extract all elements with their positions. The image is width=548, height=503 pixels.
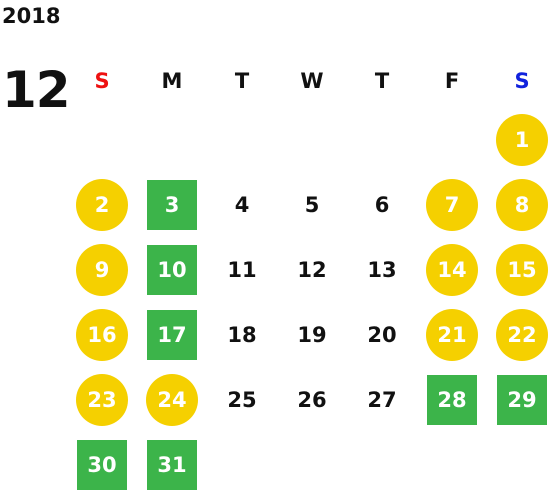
day-number: 24 bbox=[157, 387, 187, 412]
green-square-marker bbox=[147, 309, 197, 360]
day-number: 29 bbox=[507, 387, 537, 412]
day-cell[interactable]: 2 bbox=[67, 172, 137, 237]
day-number: 18 bbox=[227, 322, 257, 347]
weekday-header: M bbox=[161, 69, 183, 93]
weekday-header: S bbox=[514, 69, 530, 93]
empty-cell bbox=[207, 107, 277, 172]
day-cell[interactable]: 12 bbox=[277, 237, 347, 302]
holiday-circle-marker bbox=[76, 308, 128, 361]
day-cell[interactable]: 11 bbox=[207, 237, 277, 302]
day-cell[interactable]: 22 bbox=[487, 302, 548, 367]
day-cell[interactable]: 24 bbox=[137, 367, 207, 432]
day-number: 8 bbox=[514, 192, 530, 217]
day-cell[interactable]: 14 bbox=[417, 237, 487, 302]
day-cell[interactable]: 29 bbox=[487, 367, 548, 432]
day-number: 14 bbox=[437, 257, 467, 282]
empty-cell bbox=[67, 107, 137, 172]
day-number: 23 bbox=[87, 387, 117, 412]
holiday-circle-marker bbox=[76, 243, 128, 296]
day-number: 20 bbox=[367, 322, 397, 347]
weekday-header: T bbox=[374, 69, 390, 93]
day-number: 10 bbox=[157, 257, 187, 282]
green-square-marker bbox=[77, 439, 127, 490]
day-number: 30 bbox=[87, 452, 117, 477]
empty-cell bbox=[347, 107, 417, 172]
day-cell[interactable]: 3 bbox=[137, 172, 207, 237]
holiday-circle-marker bbox=[496, 243, 548, 296]
day-cell[interactable]: 9 bbox=[67, 237, 137, 302]
day-cell[interactable]: 17 bbox=[137, 302, 207, 367]
holiday-circle-marker bbox=[426, 308, 478, 361]
day-number: 27 bbox=[367, 387, 397, 412]
holiday-circle-marker bbox=[146, 373, 198, 426]
day-cell[interactable]: 4 bbox=[207, 172, 277, 237]
weekday-header: W bbox=[300, 69, 324, 93]
day-cell[interactable]: 23 bbox=[67, 367, 137, 432]
day-number: 5 bbox=[304, 192, 320, 217]
year-label: 2018 bbox=[2, 4, 61, 28]
holiday-circle-marker bbox=[76, 373, 128, 426]
day-cell[interactable]: 1 bbox=[487, 107, 548, 172]
day-cell[interactable]: 30 bbox=[67, 432, 137, 497]
day-cell[interactable]: 10 bbox=[137, 237, 207, 302]
empty-cell bbox=[277, 107, 347, 172]
day-cell[interactable]: 18 bbox=[207, 302, 277, 367]
day-cell[interactable]: 6 bbox=[347, 172, 417, 237]
day-cell[interactable]: 13 bbox=[347, 237, 417, 302]
day-cell[interactable]: 21 bbox=[417, 302, 487, 367]
day-cell[interactable]: 26 bbox=[277, 367, 347, 432]
holiday-circle-marker bbox=[496, 308, 548, 361]
green-square-marker bbox=[497, 374, 547, 425]
day-cell[interactable]: 7 bbox=[417, 172, 487, 237]
day-number: 17 bbox=[157, 322, 187, 347]
day-number: 3 bbox=[164, 192, 180, 217]
month-number: 12 bbox=[2, 61, 71, 119]
day-cell[interactable]: 31 bbox=[137, 432, 207, 497]
day-cell[interactable]: 5 bbox=[277, 172, 347, 237]
day-cell[interactable]: 8 bbox=[487, 172, 548, 237]
day-number: 15 bbox=[507, 257, 537, 282]
holiday-circle-marker bbox=[76, 178, 128, 231]
green-square-marker bbox=[147, 244, 197, 295]
day-number: 12 bbox=[297, 257, 327, 282]
day-number: 6 bbox=[374, 192, 390, 217]
day-cell[interactable]: 19 bbox=[277, 302, 347, 367]
weekday-header: T bbox=[234, 69, 250, 93]
day-number: 13 bbox=[367, 257, 397, 282]
weekday-header: F bbox=[444, 69, 460, 93]
day-number: 28 bbox=[437, 387, 467, 412]
day-number: 16 bbox=[87, 322, 117, 347]
day-number: 7 bbox=[444, 192, 460, 217]
day-cell[interactable]: 16 bbox=[67, 302, 137, 367]
day-cell[interactable]: 15 bbox=[487, 237, 548, 302]
holiday-circle-marker bbox=[496, 178, 548, 231]
day-cell[interactable]: 28 bbox=[417, 367, 487, 432]
day-number: 2 bbox=[94, 192, 110, 217]
empty-cell bbox=[137, 107, 207, 172]
day-number: 26 bbox=[297, 387, 327, 412]
day-number: 1 bbox=[514, 127, 530, 152]
day-number: 11 bbox=[227, 257, 257, 282]
green-square-marker bbox=[147, 439, 197, 490]
day-number: 21 bbox=[437, 322, 467, 347]
day-cell[interactable]: 25 bbox=[207, 367, 277, 432]
empty-cell bbox=[417, 107, 487, 172]
holiday-circle-marker bbox=[426, 178, 478, 231]
day-number: 9 bbox=[94, 257, 110, 282]
holiday-circle-marker bbox=[426, 243, 478, 296]
weekday-header: S bbox=[94, 69, 110, 93]
day-cell[interactable]: 27 bbox=[347, 367, 417, 432]
day-cell[interactable]: 20 bbox=[347, 302, 417, 367]
green-square-marker bbox=[147, 179, 197, 230]
day-number: 25 bbox=[227, 387, 257, 412]
green-square-marker bbox=[427, 374, 477, 425]
day-number: 31 bbox=[157, 452, 187, 477]
day-number: 4 bbox=[234, 192, 250, 217]
holiday-circle-marker bbox=[496, 113, 548, 166]
day-number: 22 bbox=[507, 322, 537, 347]
day-number: 19 bbox=[297, 322, 327, 347]
